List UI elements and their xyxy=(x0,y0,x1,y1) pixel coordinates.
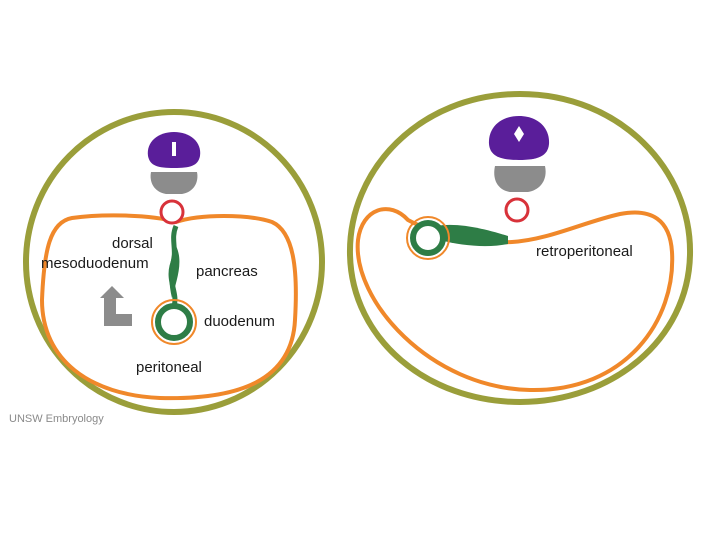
label-retroperitoneal: retroperitoneal xyxy=(536,243,633,260)
credit-text: UNSW Embryology xyxy=(9,413,104,425)
right-cross-section xyxy=(346,90,694,406)
label-pancreas: pancreas xyxy=(196,263,258,280)
label-peritoneal: peritoneal xyxy=(136,359,202,376)
label-mesoduodenum: mesoduodenum xyxy=(41,255,149,272)
rotation-arrow-icon xyxy=(100,286,132,326)
left-vertebral-body xyxy=(150,172,198,194)
right-peritoneal-lining xyxy=(355,207,675,393)
left-cross-section xyxy=(23,109,325,415)
left-peritoneal-lining xyxy=(39,213,298,401)
left-body-wall xyxy=(23,109,325,415)
right-body-wall xyxy=(346,90,694,406)
left-aorta xyxy=(159,199,185,225)
left-duodenum xyxy=(155,303,193,341)
label-duodenum: duodenum xyxy=(204,313,275,330)
right-vertebral-body xyxy=(494,166,546,192)
left-pancreas xyxy=(169,246,180,298)
right-aorta xyxy=(504,197,530,223)
right-pancreas xyxy=(436,224,508,247)
right-duodenum xyxy=(410,220,446,256)
label-dorsal: dorsal xyxy=(112,235,153,252)
